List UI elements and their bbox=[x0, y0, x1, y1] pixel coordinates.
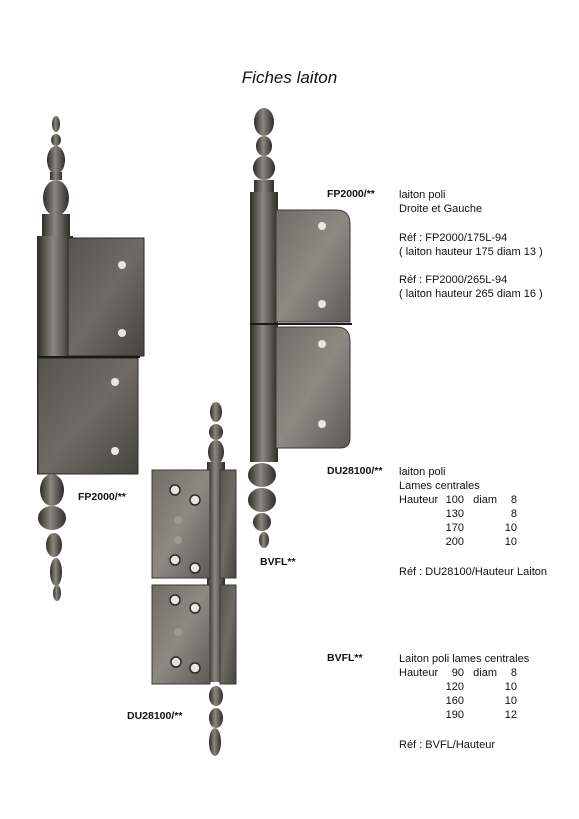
dim-label bbox=[399, 507, 442, 521]
dim-diam: 8 bbox=[510, 508, 517, 520]
dim-diam-label bbox=[464, 521, 497, 535]
dim-height: 190 bbox=[445, 709, 464, 721]
dim-diam: 10 bbox=[504, 522, 517, 534]
du28100-type: Lames centrales bbox=[399, 480, 480, 492]
fp2000-ref-2-detail: ( laiton hauteur 265 diam 16 ) bbox=[399, 288, 543, 300]
dim-diam-label bbox=[464, 708, 497, 722]
dim-diam: 10 bbox=[504, 695, 517, 707]
dim-height: 170 bbox=[445, 522, 464, 534]
table-row: 200 10 bbox=[399, 535, 517, 549]
fp2000-ref-1-detail: ( laiton hauteur 175 diam 13 ) bbox=[399, 246, 543, 258]
du28100-dimensions-table: Hauteur 100 diam 8 130 8 170 10 200 10 bbox=[399, 493, 517, 549]
du28100-hinge-image bbox=[151, 402, 237, 756]
du28100-ref: Réf : DU28100/Hauteur Laiton bbox=[399, 566, 547, 578]
dim-diam: 12 bbox=[504, 709, 517, 721]
dim-height: 160 bbox=[445, 695, 464, 707]
dim-height: 100 bbox=[445, 494, 464, 506]
dim-label bbox=[399, 521, 442, 535]
dim-diam-label: diam bbox=[473, 667, 497, 679]
table-row: 130 8 bbox=[399, 507, 517, 521]
table-row: 170 10 bbox=[399, 521, 517, 535]
dim-label bbox=[399, 708, 442, 722]
dim-height: 200 bbox=[445, 536, 464, 548]
table-row: 190 12 bbox=[399, 708, 517, 722]
table-row: 120 10 bbox=[399, 680, 517, 694]
dim-diam-label: diam bbox=[473, 494, 497, 506]
dim-height: 130 bbox=[445, 508, 464, 520]
dim-diam-label bbox=[464, 535, 497, 549]
dim-diam: 8 bbox=[510, 667, 517, 679]
dim-label bbox=[399, 694, 442, 708]
dim-height: 90 bbox=[451, 667, 464, 679]
fp2000-ref-1: Réf : FP2000/175L-94 bbox=[399, 232, 508, 244]
table-row: Hauteur 90 diam 8 bbox=[399, 666, 517, 680]
fp2000-orientation: Droite et Gauche bbox=[399, 203, 483, 215]
fp2000-medium-hinge-image bbox=[248, 108, 352, 548]
dim-diam: 10 bbox=[504, 681, 517, 693]
bvfl-code: BVFL** bbox=[327, 652, 363, 664]
table-row: Hauteur 100 diam 8 bbox=[399, 493, 517, 507]
fp2000-ref-2: Réf : FP2000/265L-94 bbox=[399, 274, 508, 286]
dim-label bbox=[399, 680, 442, 694]
dim-label: Hauteur bbox=[399, 494, 439, 506]
bvfl-image-label: BVFL** bbox=[260, 556, 296, 568]
du28100-code: DU28100/** bbox=[327, 465, 383, 477]
dim-diam: 10 bbox=[504, 536, 517, 548]
dim-diam: 8 bbox=[510, 494, 517, 506]
dim-label bbox=[399, 535, 442, 549]
bvfl-ref: Réf : BVFL/Hauteur bbox=[399, 739, 495, 751]
fp2000-code: FP2000/** bbox=[327, 188, 375, 200]
dim-label: Hauteur bbox=[399, 667, 439, 679]
fp2000-finish: laiton poli bbox=[399, 189, 446, 201]
fp2000-large-hinge-image bbox=[37, 116, 145, 601]
dim-height: 120 bbox=[445, 681, 464, 693]
dim-diam-label bbox=[464, 680, 497, 694]
fp2000-image-label: FP2000/** bbox=[78, 491, 126, 503]
du28100-finish: laiton poli bbox=[399, 466, 446, 478]
table-row: 160 10 bbox=[399, 694, 517, 708]
dim-diam-label bbox=[464, 507, 497, 521]
bvfl-finish: Laiton poli lames centrales bbox=[399, 653, 530, 665]
bvfl-dimensions-table: Hauteur 90 diam 8 120 10 160 10 190 12 bbox=[399, 666, 517, 722]
dim-diam-label bbox=[464, 694, 497, 708]
du28100-image-label: DU28100/** bbox=[127, 710, 183, 722]
page-title: Fiches laiton bbox=[241, 68, 338, 87]
